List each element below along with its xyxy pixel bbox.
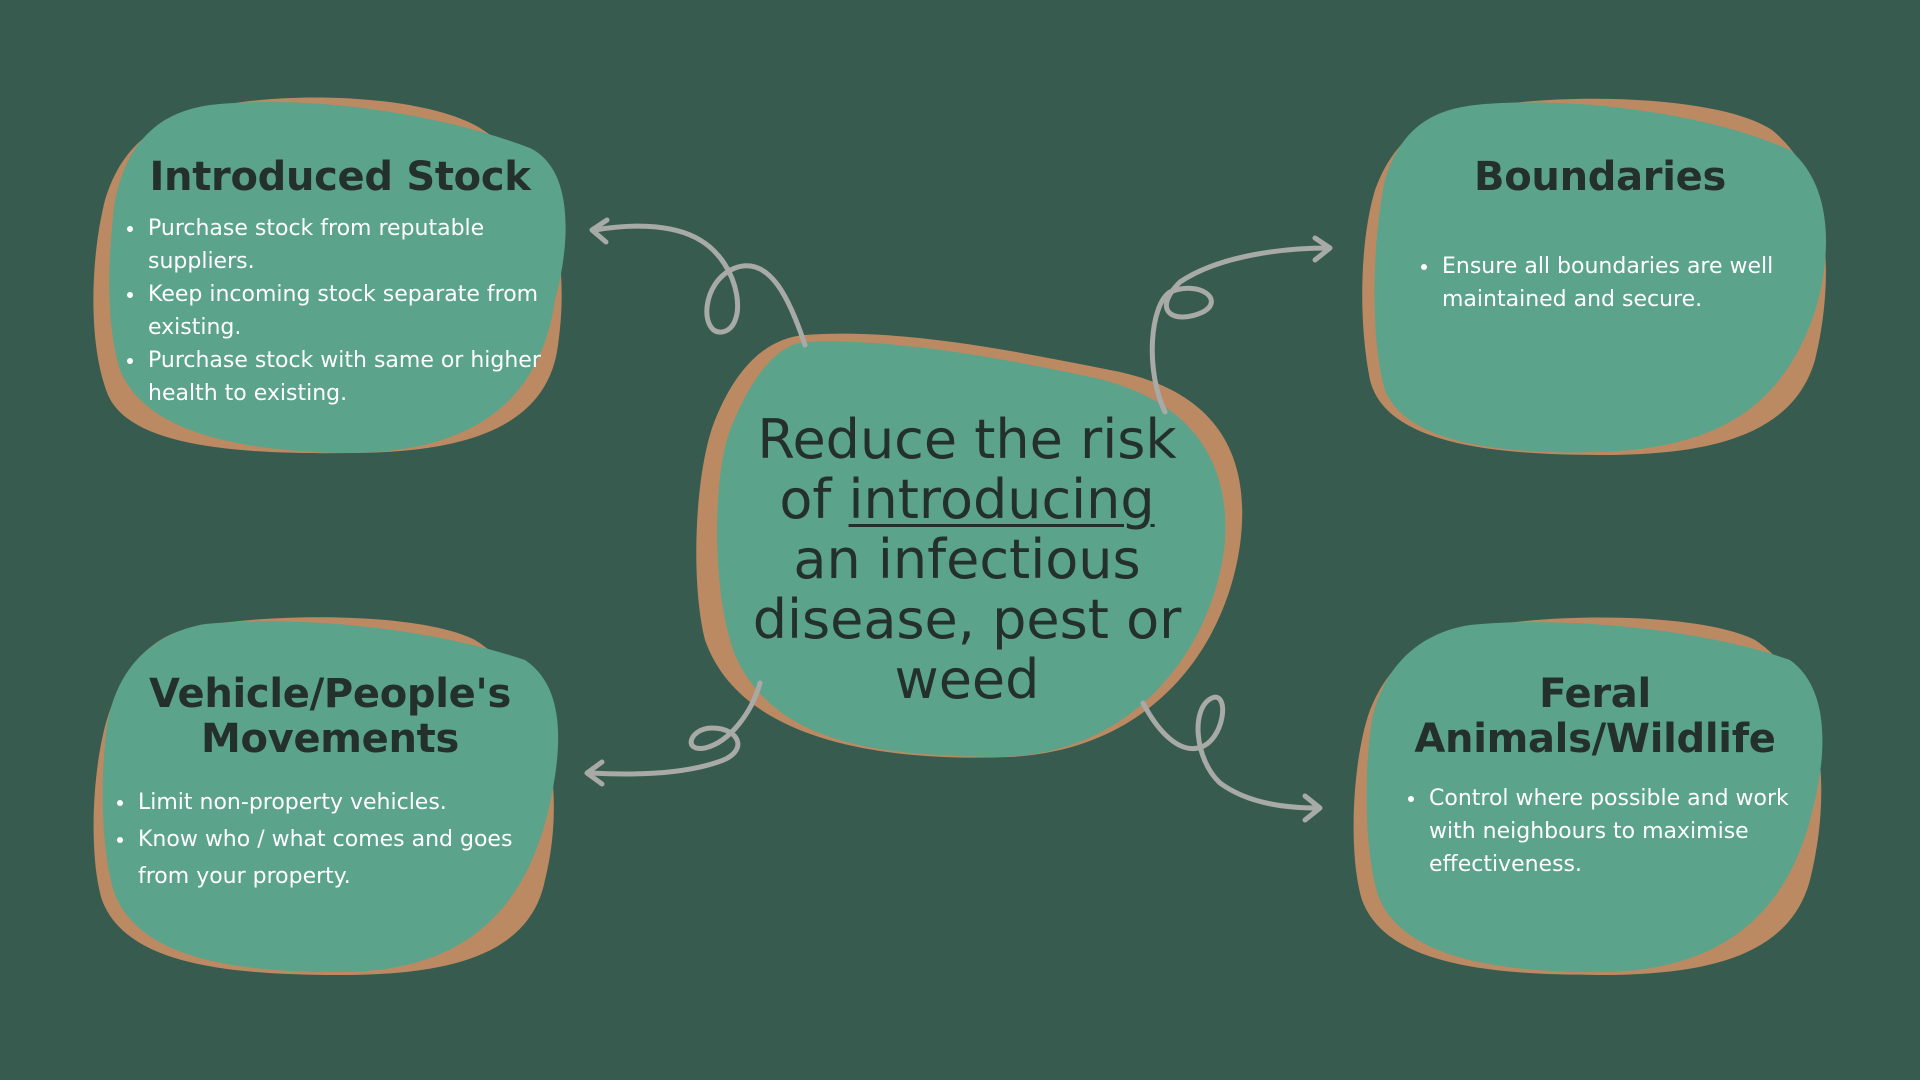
card-vehicle-movements: Vehicle/People's Movements Limit non-pro… bbox=[110, 672, 550, 895]
card-vehicle-movements-list: Limit non-property vehicles. Know who / … bbox=[110, 784, 550, 895]
blob-introduced-stock-face bbox=[109, 101, 566, 454]
center-line-3: an infectious bbox=[793, 528, 1141, 591]
center-line-2-prefix: of bbox=[779, 468, 849, 531]
center-topic: Reduce the risk of introducing an infect… bbox=[722, 410, 1212, 710]
looped-arrow-icon-top-right bbox=[1149, 235, 1333, 415]
blob-introduced-stock bbox=[93, 97, 566, 454]
blob-boundaries-face bbox=[1374, 102, 1827, 453]
blob-vehicles-face bbox=[102, 621, 559, 973]
list-item: Limit non-property vehicles. bbox=[136, 784, 550, 821]
looped-arrow-icon-bottom-left bbox=[584, 680, 763, 787]
card-vehicle-movements-title-line-2: Movements bbox=[200, 716, 459, 762]
card-boundaries-list: Ensure all boundaries are well maintaine… bbox=[1400, 250, 1800, 316]
list-item: Purchase stock from reputable suppliers. bbox=[146, 212, 560, 278]
blob-center bbox=[696, 333, 1243, 758]
card-boundaries-title: Boundaries bbox=[1474, 154, 1726, 200]
blob-vehicles bbox=[93, 617, 559, 975]
card-vehicle-movements-title-line-1: Vehicle/People's bbox=[149, 671, 511, 717]
list-item: Purchase stock with same or higher healt… bbox=[146, 344, 560, 410]
blob-boundaries bbox=[1362, 98, 1827, 455]
card-feral-animals-title: Feral Animals/Wildlife bbox=[1385, 672, 1805, 762]
list-item: Ensure all boundaries are well maintaine… bbox=[1440, 250, 1800, 316]
center-line-2: of introducing bbox=[722, 470, 1212, 530]
blob-feral bbox=[1353, 617, 1823, 975]
center-underlined-word: introducing bbox=[848, 468, 1155, 531]
card-introduced-stock-title: Introduced Stock bbox=[149, 154, 531, 200]
center-line-1: Reduce the risk bbox=[757, 408, 1177, 471]
card-introduced-stock: Introduced Stock Purchase stock from rep… bbox=[120, 155, 560, 410]
list-item: Know who / what comes and goes from your… bbox=[136, 821, 550, 895]
card-feral-animals: Feral Animals/Wildlife Control where pos… bbox=[1385, 672, 1805, 881]
card-introduced-stock-list: Purchase stock from reputable suppliers.… bbox=[120, 212, 560, 410]
list-item: Keep incoming stock separate from existi… bbox=[146, 278, 560, 344]
card-feral-animals-list: Control where possible and work with nei… bbox=[1385, 782, 1805, 881]
list-item: Control where possible and work with nei… bbox=[1427, 782, 1805, 881]
card-vehicle-movements-title: Vehicle/People's Movements bbox=[110, 672, 550, 762]
looped-arrow-icon-bottom-right bbox=[1140, 694, 1323, 823]
card-boundaries: Boundaries Ensure all boundaries are wel… bbox=[1400, 155, 1800, 316]
looped-arrow-icon-top-left bbox=[589, 217, 808, 348]
center-line-5: weed bbox=[894, 648, 1040, 711]
blob-feral-face bbox=[1366, 622, 1823, 973]
card-feral-animals-title-line-2: Animals/Wildlife bbox=[1414, 716, 1776, 762]
card-feral-animals-title-line-1: Feral bbox=[1539, 671, 1651, 717]
center-line-4: disease, pest or bbox=[752, 588, 1182, 651]
blob-center-face bbox=[717, 341, 1226, 758]
